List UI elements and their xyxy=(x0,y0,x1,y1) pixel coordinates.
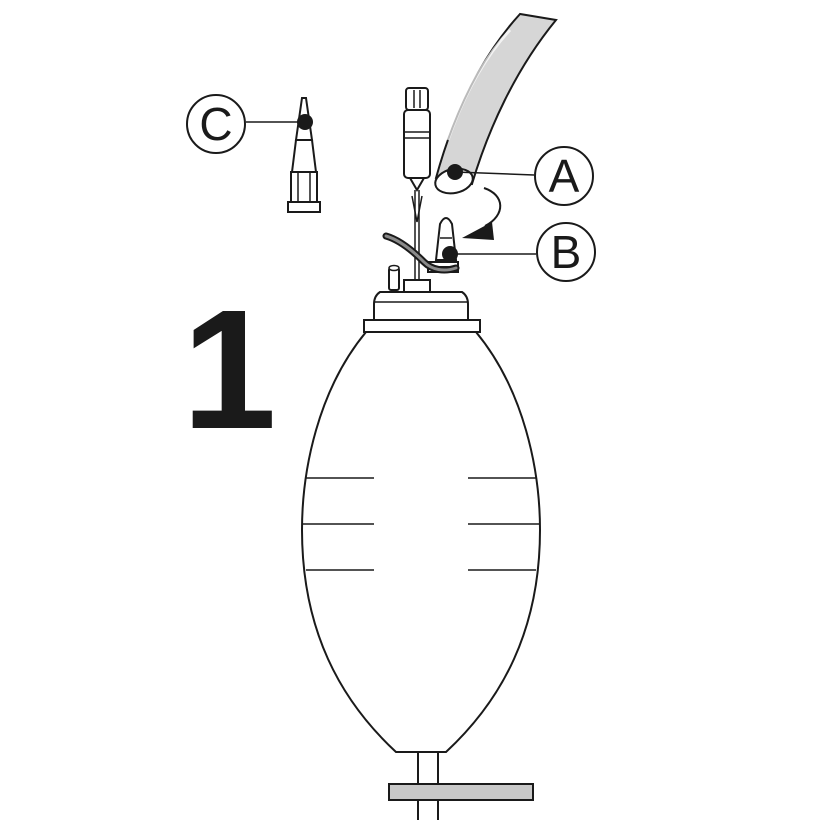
spare-cap-c xyxy=(287,97,321,213)
bottle-cap xyxy=(363,279,481,333)
callout-b: B xyxy=(442,222,596,282)
callout-c: C xyxy=(186,94,313,154)
callout-b-label: B xyxy=(551,226,582,278)
valve-nub xyxy=(388,264,400,291)
clip-device xyxy=(403,87,431,290)
port-b xyxy=(427,217,459,273)
step-number: 1 xyxy=(182,275,277,465)
callout-a: A xyxy=(447,146,594,206)
connect-arrow xyxy=(462,187,502,240)
callout-a-label: A xyxy=(549,150,580,202)
callout-c-label: C xyxy=(199,98,232,150)
strap xyxy=(382,232,460,274)
bulb-body xyxy=(300,331,542,753)
tube-a xyxy=(434,12,558,195)
outlet-base xyxy=(388,752,534,820)
